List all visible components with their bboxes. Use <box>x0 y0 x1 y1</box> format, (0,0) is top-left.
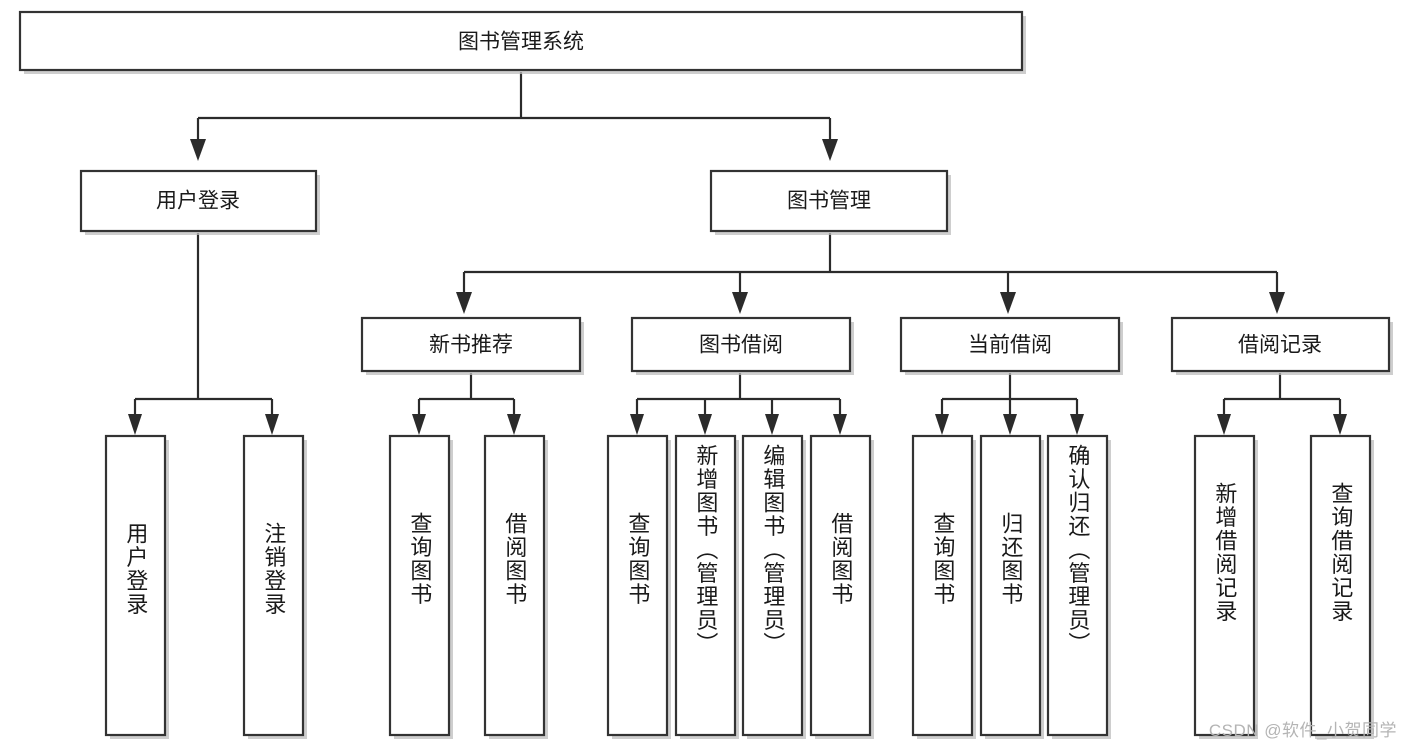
node-book-manage-label: 图书管理 <box>787 190 871 213</box>
arrow-book-borrow <box>732 292 748 314</box>
node-borrow-record[interactable]: 借阅记录 <box>1170 316 1393 375</box>
leaf-edit-book-box[interactable] <box>741 434 804 737</box>
connector-group-borrow-record-to-leaves <box>1217 373 1347 435</box>
node-borrow-record-label: 借阅记录 <box>1238 334 1322 357</box>
connector-group-book-manage-to-level3 <box>456 233 1285 314</box>
watermark-text: CSDN @软件_小贺同学 <box>1208 721 1397 740</box>
node-user-login[interactable]: 用户登录 <box>79 169 320 235</box>
arrow-new-book-recommend <box>456 292 472 314</box>
arrow-user-login <box>190 139 206 161</box>
leaf-add-record-box[interactable] <box>1193 434 1256 737</box>
arrow-leaf-user-logout <box>265 414 279 435</box>
connector-group-book-borrow-to-leaves <box>630 373 847 435</box>
leaf-user-logout-box[interactable] <box>242 434 305 737</box>
node-new-book-recommend[interactable]: 新书推荐 <box>360 316 584 375</box>
arrow-leaf-add-book <box>698 414 712 435</box>
leaf-query-book-1-box[interactable] <box>388 434 451 737</box>
connector-group-user-login-to-leaves <box>128 233 279 435</box>
node-book-borrow[interactable]: 图书借阅 <box>630 316 854 375</box>
arrow-leaf-edit-book <box>765 414 779 435</box>
leaf-add-book-box[interactable] <box>674 434 737 737</box>
leaf-query-book-3-box[interactable] <box>911 434 974 737</box>
arrow-leaf-borrow-book-2 <box>833 414 847 435</box>
node-root-box[interactable] <box>18 10 1024 72</box>
arrow-book-manage <box>822 139 838 161</box>
node-user-login-label: 用户登录 <box>156 190 240 213</box>
arrow-current-borrow <box>1000 292 1016 314</box>
leaf-query-record-box[interactable] <box>1309 434 1372 737</box>
leaf-borrow-book-2-box[interactable] <box>809 434 872 737</box>
arrow-leaf-return-book <box>1003 414 1017 435</box>
node-book-manage-box[interactable] <box>709 169 949 233</box>
leaf-return-book-box[interactable] <box>979 434 1042 737</box>
leaf-borrow-book-1-box[interactable] <box>483 434 546 737</box>
connector-group-current-borrow-to-leaves <box>935 373 1084 435</box>
node-root[interactable]: 图书管理系统 <box>18 10 1026 74</box>
leaf-user-login-box[interactable] <box>104 434 167 737</box>
leaf-confirm-return-box[interactable] <box>1046 434 1109 737</box>
node-book-borrow-label: 图书借阅 <box>699 334 783 357</box>
node-user-login-box[interactable] <box>79 169 318 233</box>
node-book-borrow-box[interactable] <box>630 316 852 373</box>
connector-group-root-to-level2 <box>190 72 838 161</box>
leaf-boxes-group <box>104 434 1374 739</box>
arrow-leaf-query-book-2 <box>630 414 644 435</box>
node-current-borrow[interactable]: 当前借阅 <box>899 316 1123 375</box>
node-current-borrow-box[interactable] <box>899 316 1121 373</box>
node-current-borrow-label: 当前借阅 <box>968 334 1052 357</box>
connector-group-new-book-recommend-to-leaves <box>412 373 521 435</box>
node-borrow-record-box[interactable] <box>1170 316 1391 373</box>
arrow-leaf-query-book-3 <box>935 414 949 435</box>
arrow-leaf-user-login <box>128 414 142 435</box>
arrow-borrow-record <box>1269 292 1285 314</box>
arrow-leaf-query-record <box>1333 414 1347 435</box>
arrow-leaf-query-book-1 <box>412 414 426 435</box>
node-root-label: 图书管理系统 <box>458 31 584 54</box>
node-new-book-recommend-box[interactable] <box>360 316 582 373</box>
arrow-leaf-add-record <box>1217 414 1231 435</box>
leaf-query-book-2-box[interactable] <box>606 434 669 737</box>
arrow-leaf-borrow-book-1 <box>507 414 521 435</box>
node-new-book-recommend-label: 新书推荐 <box>429 334 513 357</box>
arrow-leaf-confirm-return <box>1070 414 1084 435</box>
node-book-manage[interactable]: 图书管理 <box>709 169 951 235</box>
